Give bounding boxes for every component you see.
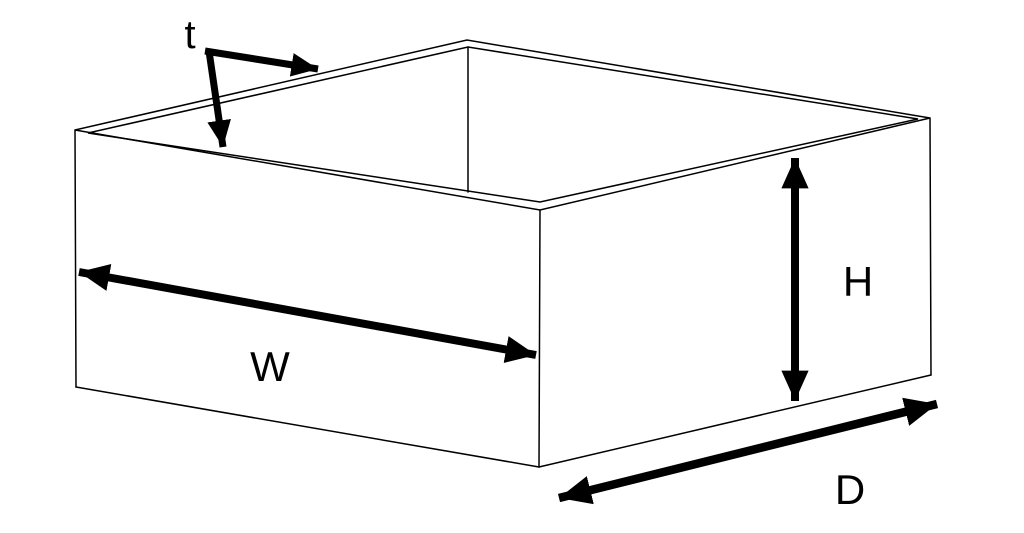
depth-label: D <box>835 466 865 513</box>
thickness-leader-arrow-back-rim <box>204 47 319 77</box>
box-rim-inner-edge <box>87 46 919 203</box>
box-front-vertical-edge <box>538 209 541 468</box>
dimension-labels: t W H D <box>184 13 873 513</box>
box-front-bottom-edge <box>75 386 540 468</box>
depth-dimension-arrow <box>557 397 939 505</box>
box-left-vertical-edge <box>74 129 77 388</box>
dimension-arrows <box>78 47 939 505</box>
box-right-vertical-edge <box>929 117 932 376</box>
width-dimension-arrow <box>78 264 537 363</box>
width-label: W <box>250 343 290 390</box>
thickness-label: t <box>184 13 195 57</box>
thickness-leader-arrow-front-rim <box>205 50 231 148</box>
height-label: H <box>843 258 873 305</box>
